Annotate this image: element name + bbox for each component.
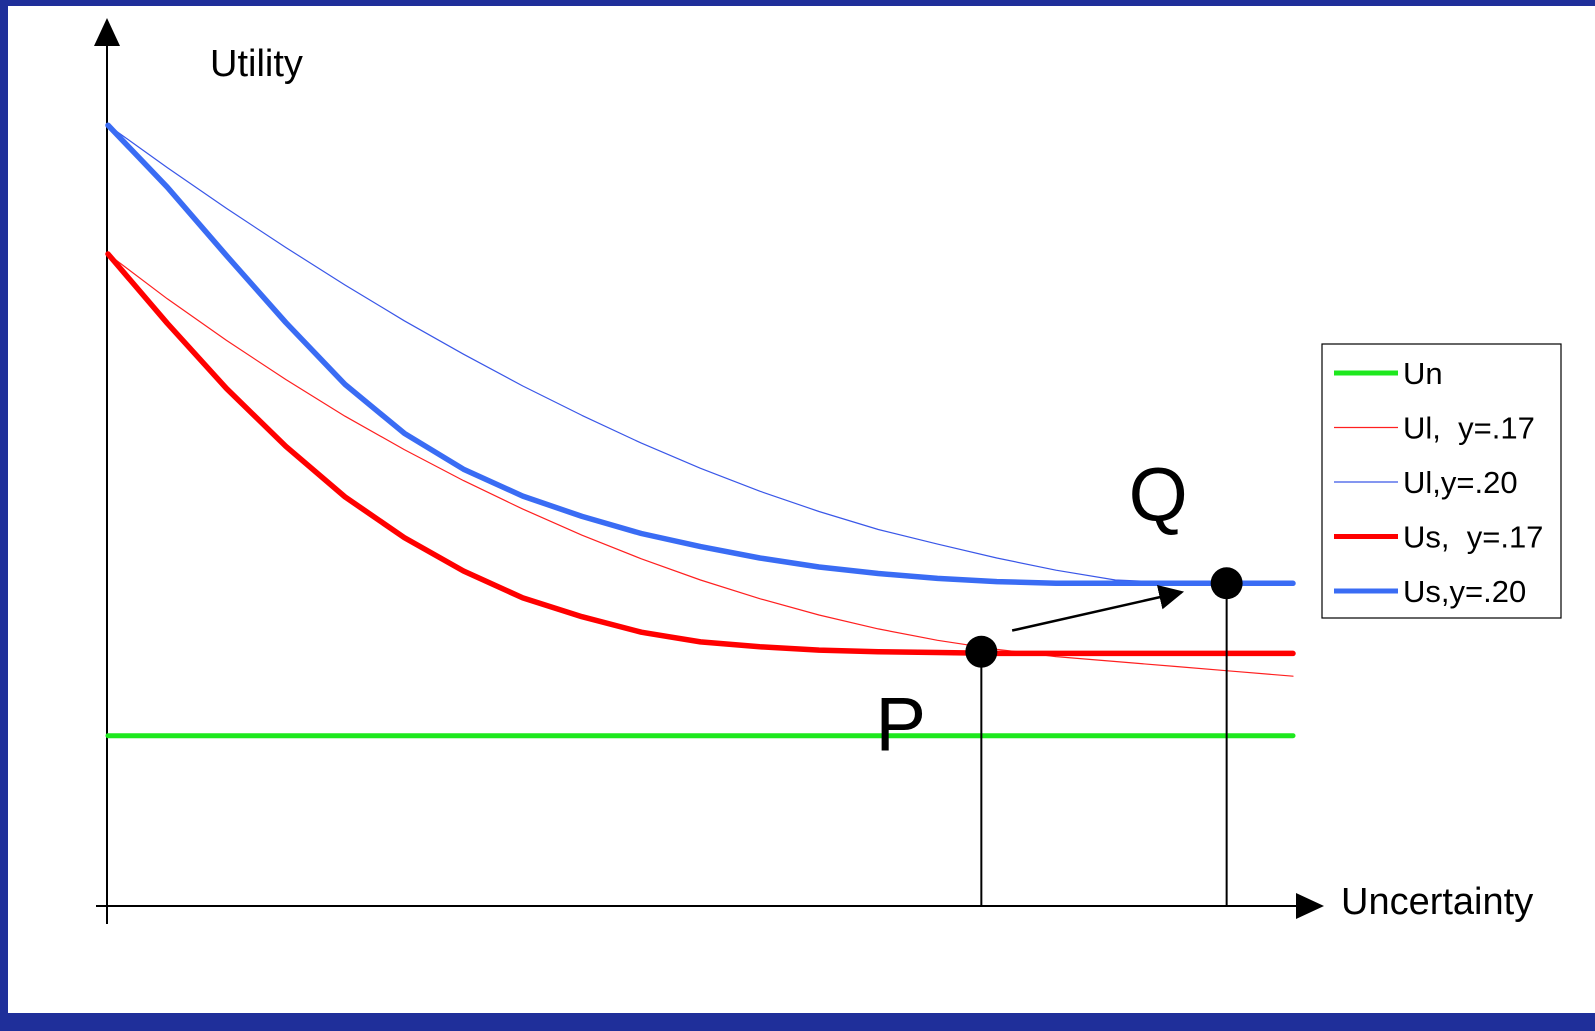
droplines-layer xyxy=(980,583,1228,906)
x-axis-arrowhead xyxy=(1296,893,1324,919)
p-to-q-arrow xyxy=(1011,584,1185,632)
y-axis-label: Utility xyxy=(210,43,303,85)
series-layer xyxy=(105,122,1296,739)
y-axis-arrowhead xyxy=(94,18,120,46)
legend-box xyxy=(1321,343,1562,619)
series-line-2 xyxy=(107,124,1294,584)
point-marker-p xyxy=(965,635,998,668)
legend-label-0: Un xyxy=(1403,356,1443,391)
series-line-1 xyxy=(107,253,1294,677)
legend-label-1: Ul, y=.17 xyxy=(1403,411,1535,446)
point-marker-q xyxy=(1210,567,1243,600)
series-line-3 xyxy=(105,251,1296,657)
legend-label-2: Ul,y=.20 xyxy=(1403,465,1518,500)
point-label-q: Q xyxy=(1129,452,1188,537)
legend-label-3: Us, y=.17 xyxy=(1403,520,1543,555)
x-axis-label: Uncertainty xyxy=(1341,881,1533,923)
point-label-p: P xyxy=(875,683,926,768)
legend-label-4: Us,y=.20 xyxy=(1403,574,1526,609)
series-line-4 xyxy=(105,122,1296,587)
points-layer: PQ xyxy=(875,452,1243,768)
